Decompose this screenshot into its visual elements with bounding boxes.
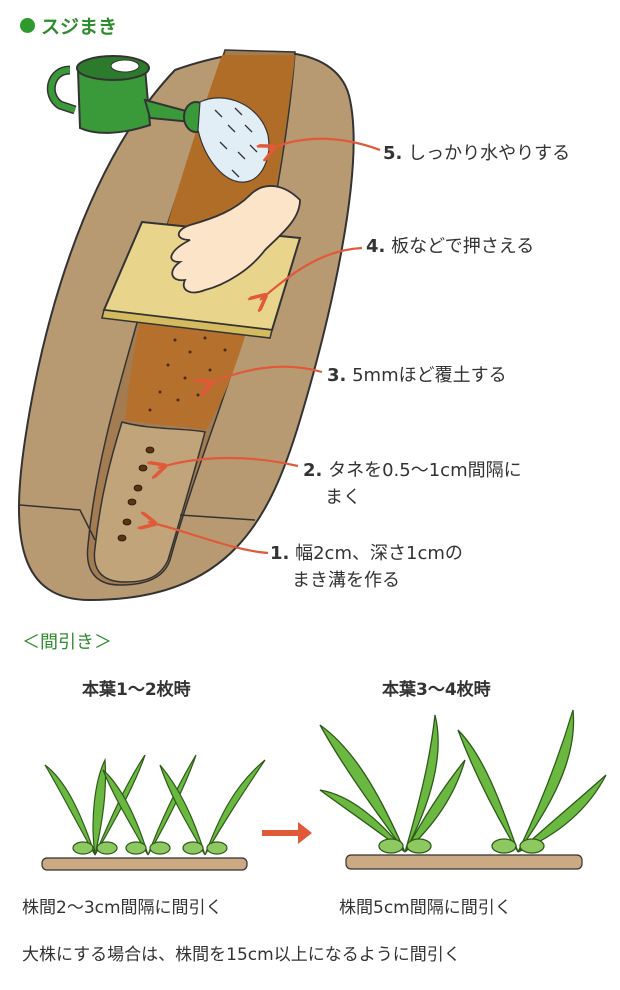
seedling-large — [319, 709, 607, 854]
step-1: 1. 幅2cm、深さ1cmの まき溝を作る — [270, 540, 463, 594]
arrow-step-3 — [205, 365, 323, 385]
stage2-caption: 株間5cm間隔に間引く — [339, 898, 512, 918]
step-3: 3. 5mmほど覆土する — [327, 362, 507, 389]
section-title: スジまき — [20, 12, 117, 39]
step-4: 4. 板などで押さえる — [366, 233, 534, 260]
step-2-text: タネを0.5～1cm間隔に — [328, 460, 522, 481]
step-3-text: 5mmほど覆土する — [352, 365, 507, 386]
thinning-illustration — [41, 709, 607, 871]
section-title-text: スジまき — [41, 16, 118, 38]
arrow-icon — [262, 822, 312, 844]
stage2-label: 本葉3～4枚時 — [382, 680, 491, 700]
step-2: 2. タネを0.5～1cm間隔に まく — [303, 457, 522, 511]
thinning-note: 大株にする場合は、株間を15cm以上になるように間引く — [22, 945, 461, 965]
sowing-illustration — [17, 49, 381, 602]
bullet-dot-icon — [20, 18, 35, 33]
hand-icon — [170, 185, 301, 294]
step-3-number: 3. — [327, 365, 347, 386]
step-5-number: 5. — [383, 143, 403, 164]
step-1-text: 幅2cm、深さ1cmの — [295, 543, 463, 564]
arrow-step-5 — [268, 137, 381, 150]
step-5-text: しっかり水やりする — [408, 143, 571, 164]
covered-soil-lower — [125, 320, 250, 430]
soil-strip-1 — [41, 857, 248, 871]
seed-icon — [117, 446, 155, 542]
stage1-caption: 株間2～3cm間隔に間引く — [22, 898, 223, 918]
thinning-title: ＜間引き＞ — [22, 632, 112, 653]
water-drops — [214, 107, 258, 178]
seedling-small — [44, 754, 266, 856]
step-1-text-2: まき溝を作る — [292, 570, 400, 591]
water-spray — [197, 97, 270, 183]
step-4-text: 板などで押さえる — [391, 236, 535, 257]
soil-texture-dots — [148, 336, 227, 412]
arrow-step-4 — [260, 246, 363, 300]
step-4-number: 4. — [366, 236, 386, 257]
step-1-number: 1. — [270, 543, 290, 564]
arrow-step-2 — [158, 456, 299, 468]
soil-strip-2 — [345, 854, 583, 870]
arrow-step-1 — [148, 522, 269, 555]
step-2-number: 2. — [303, 460, 323, 481]
stage1-label: 本葉1～2枚時 — [82, 680, 191, 700]
step-5: 5. しっかり水やりする — [383, 140, 570, 167]
step-2-text-2: まく — [325, 487, 361, 508]
